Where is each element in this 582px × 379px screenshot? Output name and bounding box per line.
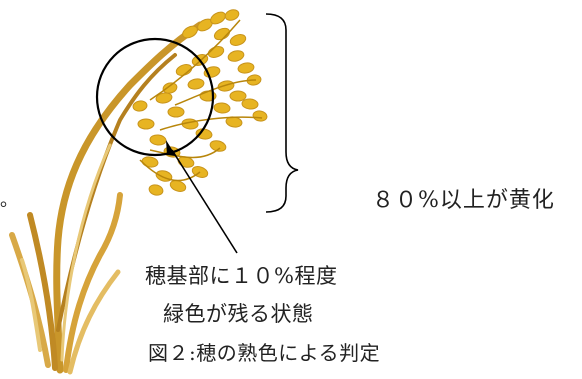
yellow-ratio-label: ８０%以上が黄化 [372,188,555,213]
circle-highlight [95,37,215,157]
note-line-2: 緑色が残る状態 [163,302,314,326]
arrow [166,140,238,254]
note-line-1: 穂基部に１０%程度 [145,264,338,288]
figure-caption: 図２:穂の熟色による判定 [148,341,381,365]
panicle-grains [132,9,268,196]
stems [9,21,204,375]
brace [265,13,299,213]
rice-plant-icon [9,9,268,375]
edge-punctuation: 。 [0,190,19,211]
